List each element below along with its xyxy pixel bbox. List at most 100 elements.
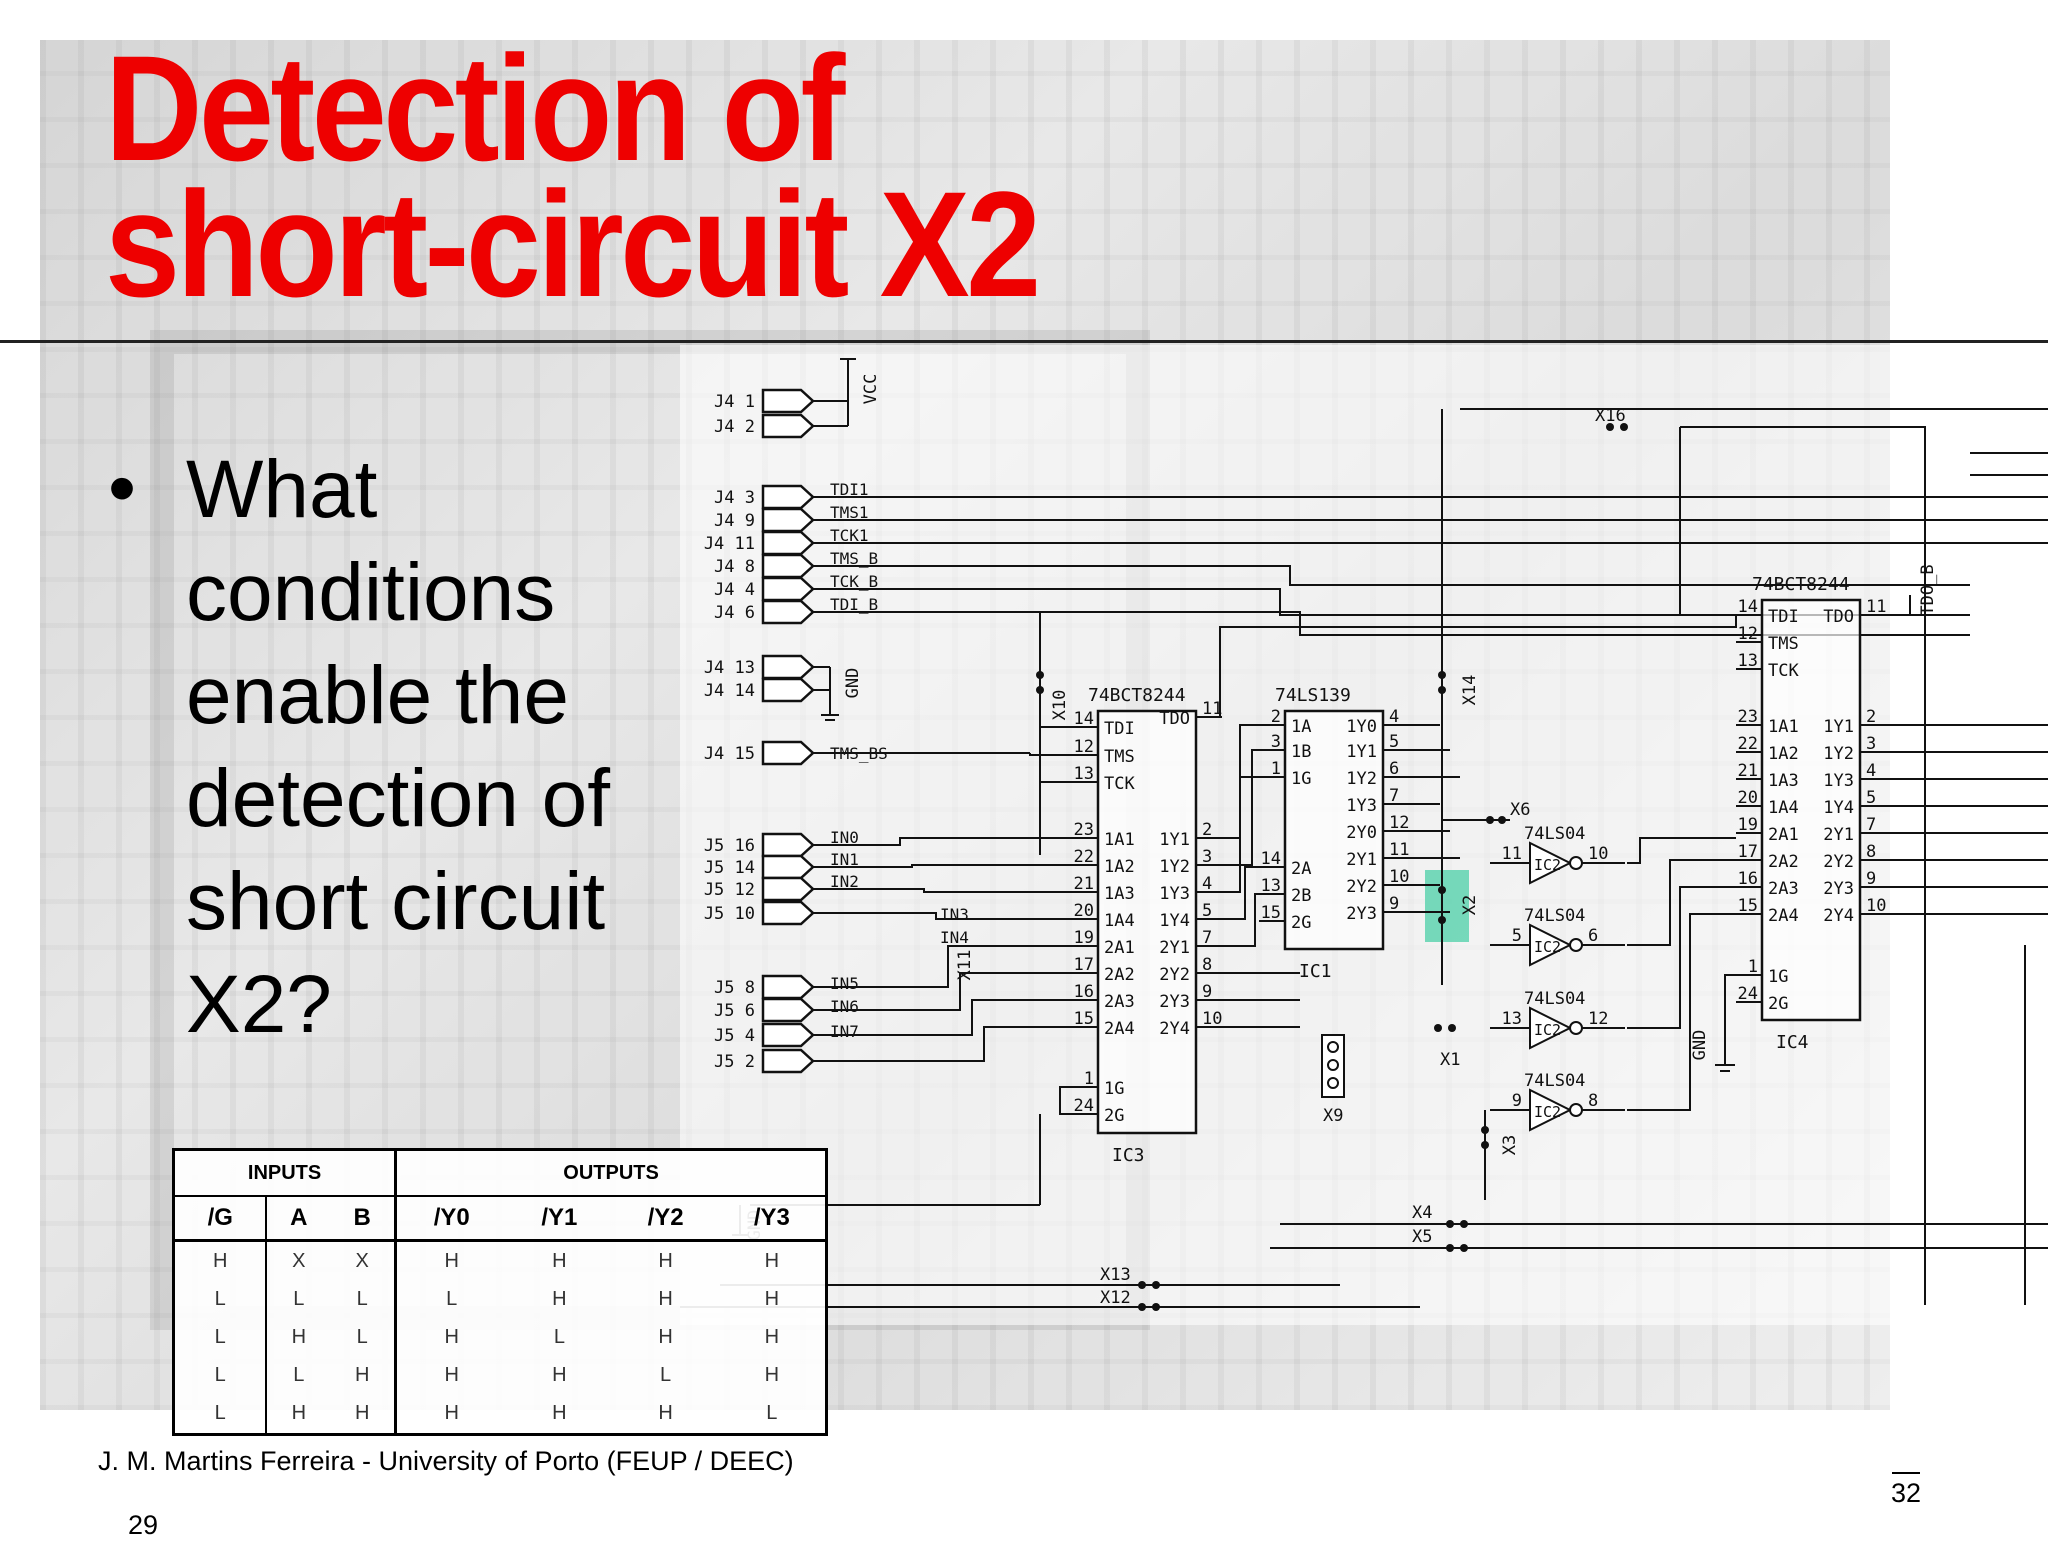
x14-dot <box>1438 671 1446 679</box>
connector-j4 <box>761 413 815 439</box>
ic3-pin-name: 2G <box>1104 1106 1124 1126</box>
table-cell: L <box>660 1364 672 1387</box>
ic4-pin-name: 2Y1 <box>1823 825 1854 845</box>
bullet-dot: • <box>108 443 137 532</box>
signal-label: IN4 <box>940 928 969 947</box>
connector-j4 <box>761 654 815 680</box>
ic4-pin-num: 20 <box>1738 788 1758 808</box>
x11-label: X11 <box>955 950 975 981</box>
signal-label: TDI1 <box>830 480 869 499</box>
ic4-pin-num: 17 <box>1738 842 1758 862</box>
ic1-pin-num: 9 <box>1389 894 1399 914</box>
ic3-pin-name: 2Y3 <box>1159 992 1190 1012</box>
inverter-in-pin: 5 <box>1512 926 1522 946</box>
connector-label: J5 12 <box>704 880 755 900</box>
table-cell: H <box>764 1364 780 1387</box>
ic4-pin-name: 1Y2 <box>1823 744 1854 764</box>
connector-j4 <box>761 507 815 533</box>
table-cell: H <box>330 1394 398 1433</box>
ic3-pin-name: TDO <box>1159 709 1190 729</box>
ic3-pin-name: 1A3 <box>1104 884 1135 904</box>
table-cell: H <box>291 1326 307 1349</box>
x5-label: X5 <box>1412 1227 1432 1247</box>
table-cell: L <box>175 1394 268 1433</box>
x6-label: X6 <box>1510 800 1530 820</box>
inverter-bubble <box>1569 1021 1583 1035</box>
connector-label: J4 15 <box>704 744 755 764</box>
x13-label: X13 <box>1100 1265 1131 1285</box>
wire <box>1029 753 1072 756</box>
connector-j5 <box>761 1022 815 1048</box>
x2-highlight <box>1425 870 1469 942</box>
ic1-type: 74LS139 <box>1275 685 1351 706</box>
col-header: /Y2 <box>612 1196 719 1242</box>
ic1-pin-name: 1B <box>1291 742 1311 762</box>
ic3-pin-num: 9 <box>1202 982 1212 1002</box>
ic1-pin-num: 2 <box>1271 707 1281 727</box>
ic3-pin-num: 10 <box>1202 1009 1222 1029</box>
ic4-pin-num: 1 <box>1748 957 1758 977</box>
wire <box>813 864 1072 868</box>
connector-label: J4 4 <box>714 580 755 600</box>
table-cell: H <box>764 1326 780 1349</box>
ic4-pin-name: 1Y3 <box>1823 771 1854 791</box>
ic3-pin-name: 1A2 <box>1104 857 1135 877</box>
ic4-pin-name: 2A4 <box>1768 906 1799 926</box>
ic3-pin-num: 23 <box>1074 820 1094 840</box>
ic3-pin-num: 22 <box>1074 847 1094 867</box>
table-cell: H <box>444 1402 459 1425</box>
ic3-pin-num: 13 <box>1074 764 1094 784</box>
inverter-out-pin: 6 <box>1588 926 1598 946</box>
wire <box>1219 615 1737 718</box>
wire <box>813 565 1970 586</box>
x16-dot <box>1620 423 1628 431</box>
ic1-pin-name: 2B <box>1291 886 1311 906</box>
ic1-pin-name: 2G <box>1291 913 1311 933</box>
table-cell: H <box>291 1402 307 1425</box>
ic4-pin-num: 14 <box>1738 597 1758 617</box>
group-inputs: INPUTS <box>175 1151 398 1197</box>
x4-label: X4 <box>1412 1203 1432 1223</box>
table-cell: H <box>175 1240 268 1281</box>
connector-j4 <box>761 484 815 510</box>
table-cell: H <box>552 1402 567 1425</box>
ic4-ref: IC4 <box>1776 1032 1809 1053</box>
ic3-pin-name: 1A1 <box>1104 830 1135 850</box>
inverter-ref: IC2 <box>1534 1103 1561 1121</box>
ic4-body <box>1760 598 1862 1022</box>
ic3-pin-num: 2 <box>1202 820 1212 840</box>
signal-label: IN1 <box>830 850 859 869</box>
x14-label: X14 <box>1460 675 1480 706</box>
inverter-ref: IC2 <box>1534 938 1561 956</box>
connector-label: J5 14 <box>704 858 755 878</box>
table-cell: L <box>293 1364 305 1387</box>
inverter-bubble <box>1569 938 1583 952</box>
ic3-body <box>1096 709 1198 1135</box>
ic3-pin-num: 19 <box>1074 928 1094 948</box>
bullet-question: What conditions enable the detection of … <box>186 444 610 1050</box>
table-cell: L <box>175 1356 268 1395</box>
ic3-pin-num: 24 <box>1074 1096 1094 1116</box>
table-cell: H <box>658 1326 673 1349</box>
x2-dot <box>1438 916 1446 924</box>
col-header: /G <box>175 1196 268 1242</box>
ic3-pin-name: 2A3 <box>1104 992 1135 1012</box>
stray-number: 29 <box>128 1510 159 1540</box>
ic1-pin-name: 2Y1 <box>1346 850 1377 870</box>
col-header: B <box>330 1196 398 1242</box>
ic1-pin-num: 5 <box>1389 732 1399 752</box>
inverter-type: 74LS04 <box>1524 824 1585 844</box>
wire <box>813 611 1970 636</box>
connector-label: J4 1 <box>714 392 755 412</box>
ic4-pin-num: 13 <box>1738 651 1758 671</box>
ic4-pin-num: 21 <box>1738 761 1758 781</box>
table-cell: H <box>658 1288 673 1311</box>
table-cell: H <box>444 1249 459 1272</box>
ic4-pin-name: 2Y3 <box>1823 879 1854 899</box>
connector-label: J5 8 <box>714 978 755 998</box>
ic4-pin-name: 2A2 <box>1768 852 1799 872</box>
ic1-pin-name: 1A <box>1291 717 1311 737</box>
